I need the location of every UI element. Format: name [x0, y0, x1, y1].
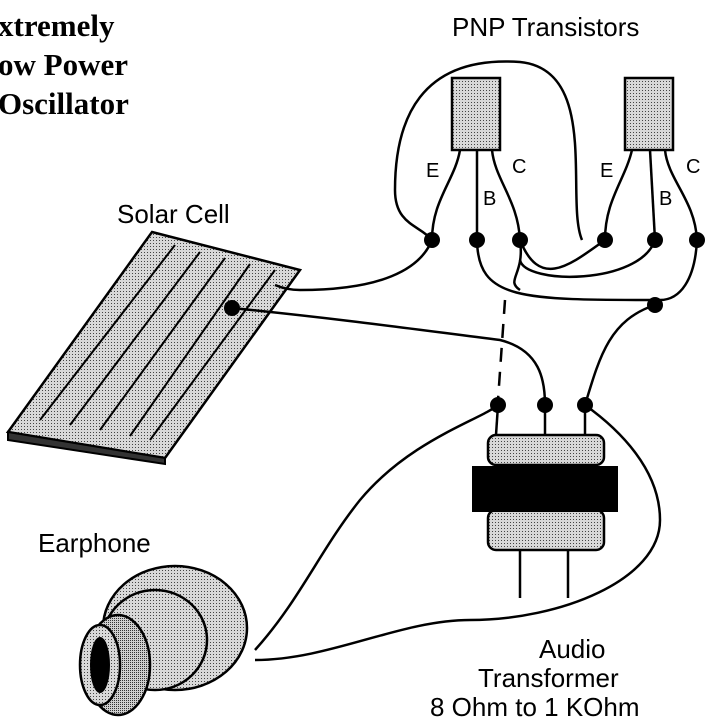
transformer-label-line2: Transformer — [478, 663, 619, 693]
transistor-1-collector-label: C — [512, 156, 527, 178]
solar-cell-label: Solar Cell — [117, 199, 230, 229]
transformer-label-line1: Audio — [539, 634, 606, 664]
audio-transformer — [472, 433, 618, 598]
diagram-title: xtremely ow Power Oscillator — [0, 6, 129, 123]
hidden-wire — [496, 299, 507, 401]
earphone — [78, 564, 249, 717]
transistor-1-emitter-label: E — [426, 160, 440, 182]
solar-cell — [5, 230, 303, 466]
transistors-label: PNP Transistors — [452, 12, 640, 42]
title-line-1: xtremely — [0, 8, 115, 43]
title-line-2: ow Power — [0, 47, 128, 82]
title-line-3: Oscillator — [0, 86, 129, 121]
transistor-1-base-label: B — [483, 188, 497, 210]
transistor-2-emitter-label: E — [600, 160, 614, 182]
junction-dots — [224, 232, 705, 413]
transformer-label-line3: 8 Ohm to 1 KOhm — [430, 692, 640, 722]
transistor-2 — [603, 76, 699, 241]
transistor-1 — [430, 76, 522, 241]
transistor-2-collector-label: C — [686, 156, 701, 178]
earphone-label: Earphone — [38, 528, 151, 558]
wires — [231, 60, 699, 662]
transistor-2-base-label: B — [659, 188, 673, 210]
